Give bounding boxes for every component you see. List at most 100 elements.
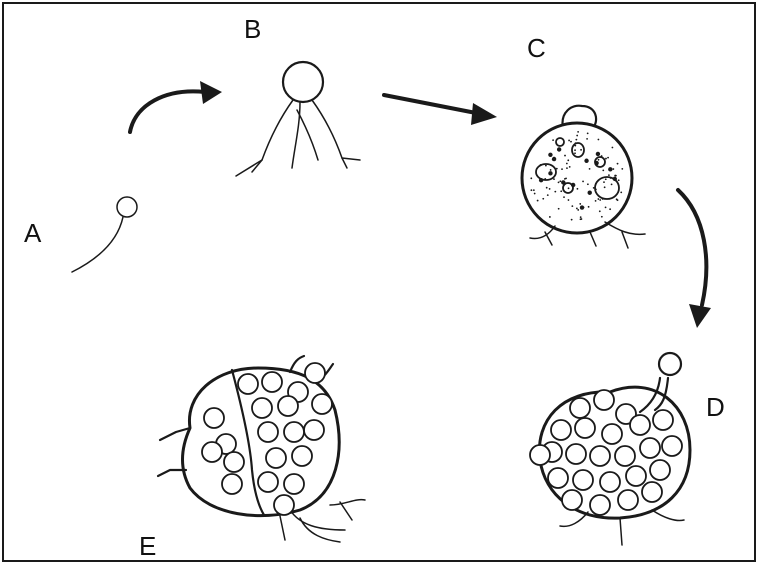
spore xyxy=(222,474,242,494)
cytoplasm-granule xyxy=(580,149,582,151)
cytoplasm-granule xyxy=(542,198,544,200)
cytoplasm-granule xyxy=(588,191,592,195)
cytoplasm-granule xyxy=(548,153,552,157)
cytoplasm-granule xyxy=(589,168,591,170)
cytoplasm-granule xyxy=(582,181,584,183)
cytoplasm-granule xyxy=(549,216,551,218)
label-d: D xyxy=(706,392,725,422)
cytoplasm-granule xyxy=(581,218,583,220)
spore xyxy=(618,490,638,510)
cytoplasm-granule xyxy=(607,157,609,159)
cytoplasm-granule xyxy=(576,135,578,137)
cytoplasm-granule xyxy=(570,141,572,143)
cytoplasm-granule xyxy=(530,189,532,191)
spore xyxy=(615,446,635,466)
cytoplasm-granule xyxy=(564,155,566,157)
label-c: C xyxy=(527,33,546,63)
cytoplasm-granule xyxy=(604,186,606,188)
cytoplasm-granule xyxy=(554,191,556,193)
spore xyxy=(284,474,304,494)
cytoplasm-granule xyxy=(602,198,604,200)
spore xyxy=(573,470,593,490)
spore xyxy=(258,472,278,492)
cytoplasm-granule xyxy=(550,169,552,171)
cytoplasm-granule xyxy=(579,203,581,205)
cytoplasm-granule xyxy=(564,182,566,184)
cytoplasm-granule xyxy=(549,188,551,190)
cytoplasm-granule xyxy=(612,147,614,149)
spore xyxy=(602,424,622,444)
cytoplasm-granule xyxy=(571,205,573,207)
cytoplasm-granule xyxy=(608,174,610,176)
cytoplasm-granule xyxy=(576,208,578,210)
cytoplasm-granule xyxy=(567,159,569,161)
cytoplasm-granule xyxy=(546,187,548,189)
cytoplasm-granule xyxy=(548,171,552,175)
spore xyxy=(274,495,294,515)
cytoplasm-granule xyxy=(575,142,577,144)
cytoplasm-granule xyxy=(601,155,603,157)
cytoplasm-granule xyxy=(577,131,579,133)
cytoplasm-granule xyxy=(617,199,619,201)
cytoplasm-granule xyxy=(611,183,613,185)
cytoplasm-granule xyxy=(534,193,536,195)
spore xyxy=(224,452,244,472)
cytoplasm-granule xyxy=(593,187,595,189)
cytoplasm-granule xyxy=(558,182,560,184)
spore xyxy=(548,468,568,488)
cytoplasm-granule xyxy=(556,168,558,170)
cytoplasm-granule xyxy=(568,199,570,201)
cytoplasm-granule xyxy=(552,139,554,141)
spore xyxy=(650,460,670,480)
spore xyxy=(284,422,304,442)
cytoplasm-granule xyxy=(615,175,617,177)
cytoplasm-granule xyxy=(569,166,571,168)
cytoplasm-granule xyxy=(577,209,579,211)
spore xyxy=(630,415,650,435)
cytoplasm-granule xyxy=(580,216,582,218)
spore xyxy=(202,442,222,462)
cytoplasm-granule xyxy=(586,159,588,161)
cytoplasm-granule xyxy=(621,168,623,170)
spore xyxy=(594,390,614,410)
cytoplasm-granule xyxy=(613,177,617,181)
cytoplasm-granule xyxy=(595,188,597,190)
cytoplasm-granule xyxy=(598,159,600,161)
spore xyxy=(266,448,286,468)
cytoplasm-granule xyxy=(568,187,570,189)
cytoplasm-granule xyxy=(599,210,601,212)
cytoplasm-granule xyxy=(596,152,600,156)
cytoplasm-granule xyxy=(537,200,539,202)
spore xyxy=(626,466,646,486)
cytoplasm-granule xyxy=(597,198,599,200)
cytoplasm-granule xyxy=(530,177,532,179)
spore xyxy=(262,372,282,392)
cytoplasm-granule xyxy=(574,145,576,147)
cytoplasm-granule xyxy=(586,138,588,140)
spore xyxy=(590,446,610,466)
cytoplasm-granule xyxy=(577,188,579,190)
cytoplasm-granule xyxy=(544,178,546,180)
spore xyxy=(640,438,660,458)
spore xyxy=(252,398,272,418)
spore xyxy=(653,410,673,430)
spore xyxy=(570,398,590,418)
cytoplasm-granule xyxy=(560,190,562,192)
cytoplasm-granule xyxy=(594,161,598,165)
cytoplasm-granule xyxy=(563,196,565,198)
cytoplasm-granule xyxy=(545,165,547,167)
cytoplasm-granule xyxy=(539,178,543,182)
cytoplasm-granule xyxy=(608,167,612,171)
label-b: B xyxy=(244,14,261,44)
spore xyxy=(292,446,312,466)
cytoplasm-granule xyxy=(618,179,620,181)
cytoplasm-granule xyxy=(574,149,576,151)
cytoplasm-granule xyxy=(612,168,614,170)
spore xyxy=(304,420,324,440)
cytoplasm-granule xyxy=(588,206,590,208)
cytoplasm-granule xyxy=(610,177,612,179)
cytoplasm-granule xyxy=(533,189,535,191)
spore xyxy=(278,396,298,416)
cytoplasm-granule xyxy=(598,139,600,141)
cytoplasm-granule xyxy=(552,157,556,161)
